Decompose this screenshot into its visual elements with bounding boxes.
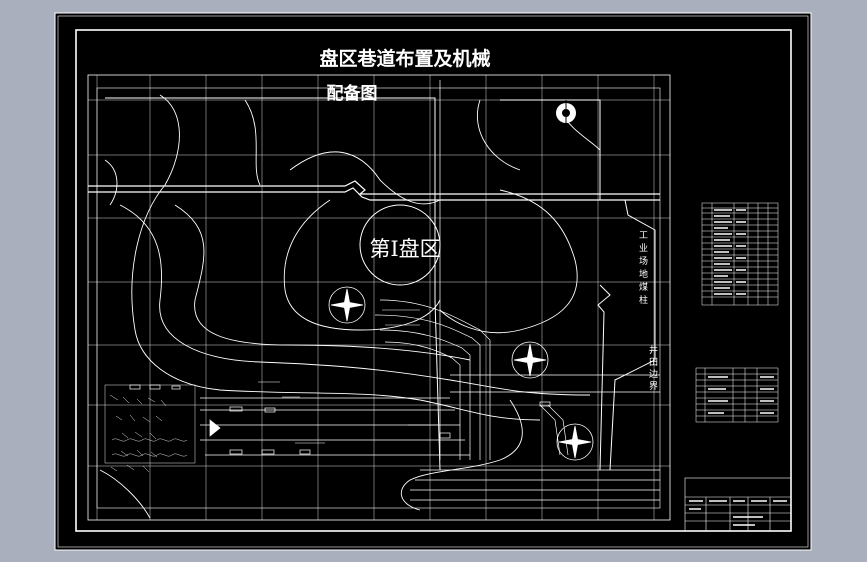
map-area (87, 74, 671, 521)
compass-rose-icon (328, 286, 594, 461)
drawing-title-line1: 盘区巷道布置及机械 (319, 47, 490, 70)
north-arrow-icon (556, 100, 576, 126)
district-label: 第Ⅰ盘区 (369, 237, 440, 261)
coal-pillar-label: 工业场地煤柱 (637, 230, 648, 308)
legend-table-fill (708, 376, 774, 414)
equipment-table-fill (714, 209, 746, 295)
drawing-title-line2: 配备图 (327, 83, 378, 104)
equipment-table (701, 202, 779, 306)
title-block-fill (689, 500, 787, 526)
sheet-inner-frame (75, 29, 792, 532)
district-circle (359, 204, 441, 286)
sheet-outer-border (57, 15, 809, 548)
title-block (684, 477, 792, 532)
legend-table (695, 367, 779, 423)
field-boundary-label: 井田边界 (647, 344, 658, 393)
drawing-sheet (54, 12, 812, 551)
